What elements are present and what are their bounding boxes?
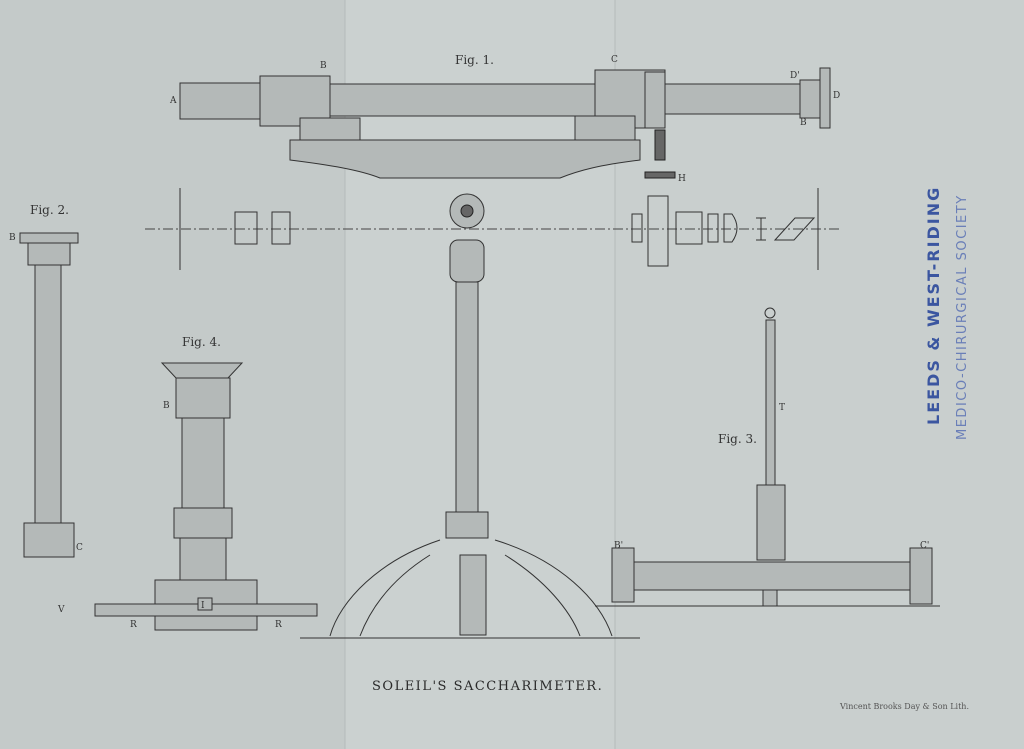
library-stamp: LEEDS & WEST-RIDING [924, 186, 943, 425]
fig1-caption: Fig. 1. [455, 53, 494, 67]
lithographer-credit: Vincent Brooks Day & Son Lith. [839, 702, 969, 711]
fig4-label-i: I [201, 601, 205, 611]
fig4-label-r1: R [130, 620, 137, 630]
fig1-label-b2: B [800, 118, 807, 128]
fig3-label-b-prime: B' [614, 541, 623, 551]
library-stamp-2: MEDICO-CHIRURGICAL SOCIETY [955, 194, 970, 440]
fig1-label-h: H [678, 174, 686, 184]
fig1-stand [300, 193, 640, 639]
plate-title: SOLEIL'S SACCHARIMETER. [372, 679, 603, 694]
stamp-line-2: MEDICO-CHIRURGICAL SOCIETY [955, 194, 970, 440]
optical-elements [145, 188, 840, 270]
stamp-line-1: LEEDS & WEST-RIDING [924, 186, 943, 425]
fig1-label-a: A [169, 96, 177, 106]
fig4-apparatus [94, 362, 318, 631]
fig2-column [19, 232, 79, 558]
fig3-tube [595, 307, 940, 607]
fig1-label-c: C [611, 55, 618, 65]
fig3-label-c-prime: C' [920, 541, 929, 551]
fig3-label-t: T [779, 403, 785, 413]
fig1-label-d-prime: D' [790, 71, 800, 81]
fig4-caption: Fig. 4. [182, 335, 221, 349]
fig1-label-b: B [320, 61, 327, 71]
fig2-label-b: B [9, 233, 16, 243]
fig4-label-v: V [57, 605, 65, 615]
fig4-label-b: B [163, 401, 170, 411]
fig1-label-d: D [833, 91, 840, 101]
fig2-label-c: C [76, 543, 83, 553]
fig3-caption: Fig. 3. [718, 432, 757, 446]
fig1-telescope [179, 67, 831, 179]
fig4-label-r2: R [275, 620, 282, 630]
fig2-caption: Fig. 2. [30, 203, 69, 217]
